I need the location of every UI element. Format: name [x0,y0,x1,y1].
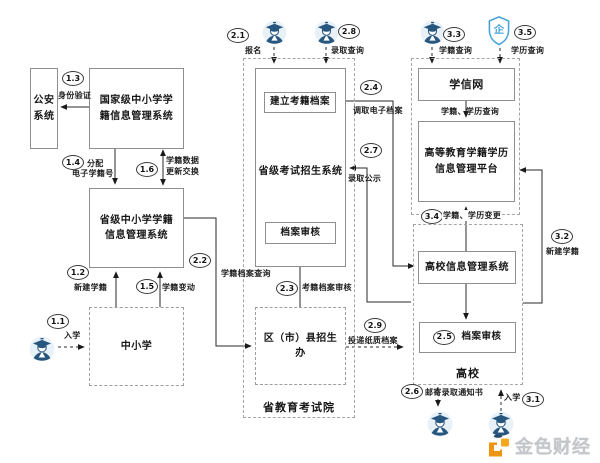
edge-new-registration-univ [519,167,543,304]
step-badge-3-5: 3.5 [514,25,536,40]
node-primary-secondary-school: 中小学 [89,307,184,386]
label-paper-archive: 投递纸质档案 [348,336,398,345]
node-provincial-k12-system: 省级中小学学籍信息管理系统 [89,188,184,268]
step-badge-1-2: 1.2 [67,265,89,280]
step-badge-2-6: 2.6 [401,384,423,399]
student-icon [262,20,287,45]
step-badge-2-3: 2.3 [276,281,298,296]
step-badge-1-1: 1.1 [47,314,69,329]
step-badge-2-2: 2.2 [189,253,211,268]
step-badge-3-1: 3.1 [522,392,544,407]
label-admission-publicity: 录取公示 [348,174,382,183]
provincial-exam-admission-system-label: 省级考试招生系统 [258,166,343,177]
label-new-registration-k12: 新建学籍 [74,283,108,292]
node-university-archive-review: 2.5 档案审核 [419,322,516,353]
label-signup: 报名 [245,46,262,55]
jinse-logo-icon [489,434,509,457]
step-badge-2-4: 2.4 [360,80,382,95]
university-label: 高校 [456,367,480,380]
label-enroll-school: 入学 [64,331,81,340]
container-university [413,224,523,385]
label-chsi-query: 学籍、学历查询 [441,107,500,116]
label-registration-degree-change: 学籍、学历变更 [442,210,503,221]
label-identity-check: 身份验证 [58,91,92,100]
label-registration-query: 学籍查询 [439,46,473,55]
step-badge-2-5: 2.5 [433,330,456,345]
step-badge-2-8: 2.8 [338,24,360,39]
label-assign-id-2: 电子学籍号 [72,169,114,178]
node-county-admission-office: 区（市）县招生办 [255,307,346,385]
node-higher-ed-platform: 高等教育学籍学历信息管理平台 [418,121,515,202]
container-provincial-exam-institute [243,58,355,418]
node-police-system: 公安系统 [30,68,58,149]
label-admission-query: 录取查询 [331,46,365,55]
label-exam-archive-review: 考籍档案审核 [302,283,352,292]
edge-admission-publicity [349,165,411,303]
step-badge-2-7: 2.7 [360,143,382,158]
node-university-info-system: 高校信息管理系统 [418,251,516,284]
label-mail-letter: 邮寄录取通知书 [425,388,484,397]
student-icon [488,411,514,437]
step-badge-1-3: 1.3 [62,71,84,86]
step-badge-1-5: 1.5 [136,279,158,294]
step-badge-2-9: 2.9 [364,318,386,333]
label-data-exchange-2: 更新交换 [166,167,200,176]
label-assign-id-1: 分配 [87,159,104,168]
label-new-registration-univ: 新建学籍 [546,247,580,256]
label-data-exchange-1: 学籍数据 [166,156,200,165]
svg-text:企: 企 [493,23,505,36]
node-national-k12-system: 国家级中小学学籍信息管理系统 [89,68,184,149]
step-badge-1-4: 1.4 [62,155,84,170]
label-fetch-earchive: 调取电子档案 [353,106,403,115]
watermark-brand: 金色财经 [515,437,591,458]
enterprise-icon: 企 [487,15,511,46]
student-icon [29,336,55,362]
step-badge-2-1: 2.1 [227,28,249,43]
step-badge-3-4: 3.4 [421,209,443,224]
label-registration-archive-query: 学籍档案查询 [221,269,271,278]
label-registration-change: 学籍变动 [162,283,196,292]
step-badge-3-3: 3.3 [443,27,465,42]
node-exam-archive-review: 档案审核 [265,222,336,244]
step-badge-1-6: 1.6 [136,162,158,177]
student-icon [314,20,339,45]
label-degree-query: 学历查询 [511,46,545,55]
university-archive-review-label: 档案审核 [461,331,502,343]
watermark: 金色财经 [486,433,591,459]
node-chsi: 学信网 [418,68,515,101]
student-icon [427,411,453,437]
student-icon [420,20,445,45]
label-enroll-univ: 入学 [504,393,521,402]
step-badge-3-2: 3.2 [551,229,573,244]
node-create-exam-archive: 建立考籍档案 [264,92,336,113]
provincial-exam-institute-label: 省教育考试院 [263,401,335,414]
